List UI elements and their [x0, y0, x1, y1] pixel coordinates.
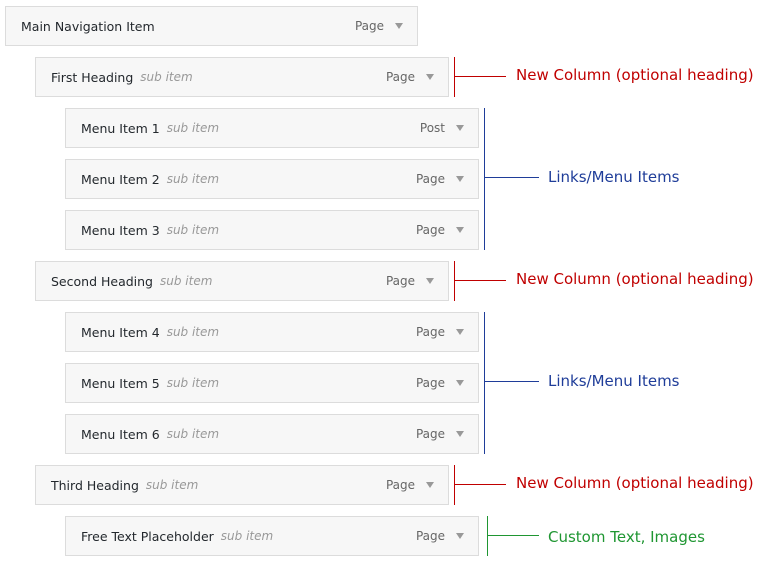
dropdown-arrow-icon[interactable] [426, 74, 434, 80]
menu-item-title: Main Navigation Item [21, 18, 155, 34]
menu-item-type: Page [385, 274, 415, 288]
menu-item-type: Page [385, 478, 415, 492]
heading-bracket-1 [454, 57, 455, 97]
menu-item-controls: Page [416, 211, 464, 249]
menu-item-1[interactable]: Menu Item 1 sub item Post [65, 108, 479, 148]
menu-item-subtitle: sub item [166, 223, 220, 237]
menu-item-controls: Page [416, 364, 464, 402]
dropdown-arrow-icon[interactable] [456, 431, 464, 437]
menu-item-3[interactable]: Menu Item 3 sub item Page [65, 210, 479, 250]
menu-item-subtitle: sub item [166, 325, 220, 339]
links-bracket-2 [484, 312, 485, 454]
menu-item-subtitle: sub item [166, 376, 220, 390]
menu-item-title: Third Heading [51, 477, 139, 493]
heading-connector-3 [454, 484, 506, 485]
menu-item-type: Page [415, 529, 445, 543]
menu-item-title: Menu Item 1 [81, 120, 160, 136]
menu-item-type: Post [419, 121, 445, 135]
dropdown-arrow-icon[interactable] [456, 380, 464, 386]
menu-item-controls: Page [386, 262, 434, 300]
menu-item-controls: Page [416, 160, 464, 198]
menu-item-controls: Page [386, 58, 434, 96]
menu-item-title: Menu Item 5 [81, 375, 160, 391]
menu-item-subtitle: sub item [220, 529, 274, 543]
menu-item-subtitle: sub item [160, 274, 213, 288]
menu-item-type: Page [385, 70, 415, 84]
menu-item-type: Page [354, 19, 384, 33]
menu-item-title: Menu Item 3 [81, 222, 160, 238]
menu-item-controls: Page [355, 7, 403, 45]
dropdown-arrow-icon[interactable] [456, 329, 464, 335]
custom-connector [487, 535, 539, 536]
menu-item-type: Page [415, 223, 445, 237]
menu-item-type: Page [415, 172, 445, 186]
menu-item-type: Page [415, 427, 445, 441]
dropdown-arrow-icon[interactable] [426, 278, 434, 284]
heading-bracket-3 [454, 465, 455, 505]
menu-item-controls: Page [386, 466, 434, 504]
menu-item-main-navigation[interactable]: Main Navigation Item Page [5, 6, 418, 46]
menu-item-third-heading[interactable]: Third Heading sub item Page [35, 465, 449, 505]
menu-item-title: Menu Item 2 [81, 171, 160, 187]
menu-item-title: Free Text Placeholder [81, 528, 214, 544]
custom-bracket [487, 516, 488, 556]
menu-item-subtitle: sub item [166, 172, 220, 186]
dropdown-arrow-icon[interactable] [395, 23, 403, 29]
heading-connector-1 [454, 76, 506, 77]
annotation-links-menu-items-1: Links/Menu Items [548, 168, 680, 186]
annotation-new-column-3: New Column (optional heading) [516, 474, 754, 492]
heading-bracket-2 [454, 261, 455, 301]
annotation-custom-text-images: Custom Text, Images [548, 528, 705, 546]
annotation-links-menu-items-2: Links/Menu Items [548, 372, 680, 390]
menu-item-title: First Heading [51, 69, 134, 85]
menu-item-title: Menu Item 6 [81, 426, 160, 442]
menu-item-type: Page [415, 376, 445, 390]
menu-item-4[interactable]: Menu Item 4 sub item Page [65, 312, 479, 352]
menu-item-controls: Page [416, 415, 464, 453]
menu-item-first-heading[interactable]: First Heading sub item Page [35, 57, 449, 97]
menu-item-controls: Page [416, 313, 464, 351]
menu-item-title: Menu Item 4 [81, 324, 160, 340]
dropdown-arrow-icon[interactable] [456, 125, 464, 131]
links-bracket-1 [484, 108, 485, 250]
menu-item-title: Second Heading [51, 273, 153, 289]
dropdown-arrow-icon[interactable] [426, 482, 434, 488]
menu-item-subtitle: sub item [140, 70, 193, 84]
menu-item-type: Page [415, 325, 445, 339]
menu-item-2[interactable]: Menu Item 2 sub item Page [65, 159, 479, 199]
heading-connector-2 [454, 280, 506, 281]
menu-item-subtitle: sub item [166, 427, 220, 441]
dropdown-arrow-icon[interactable] [456, 533, 464, 539]
menu-item-5[interactable]: Menu Item 5 sub item Page [65, 363, 479, 403]
menu-item-controls: Page [416, 517, 464, 555]
menu-item-6[interactable]: Menu Item 6 sub item Page [65, 414, 479, 454]
links-connector-2 [484, 381, 539, 382]
links-connector-1 [484, 177, 539, 178]
menu-item-controls: Post [420, 109, 464, 147]
annotation-new-column-1: New Column (optional heading) [516, 66, 754, 84]
menu-item-second-heading[interactable]: Second Heading sub item Page [35, 261, 449, 301]
dropdown-arrow-icon[interactable] [456, 176, 464, 182]
menu-item-subtitle: sub item [145, 478, 199, 492]
menu-item-free-text-placeholder[interactable]: Free Text Placeholder sub item Page [65, 516, 479, 556]
dropdown-arrow-icon[interactable] [456, 227, 464, 233]
menu-item-subtitle: sub item [166, 121, 220, 135]
annotation-new-column-2: New Column (optional heading) [516, 270, 754, 288]
